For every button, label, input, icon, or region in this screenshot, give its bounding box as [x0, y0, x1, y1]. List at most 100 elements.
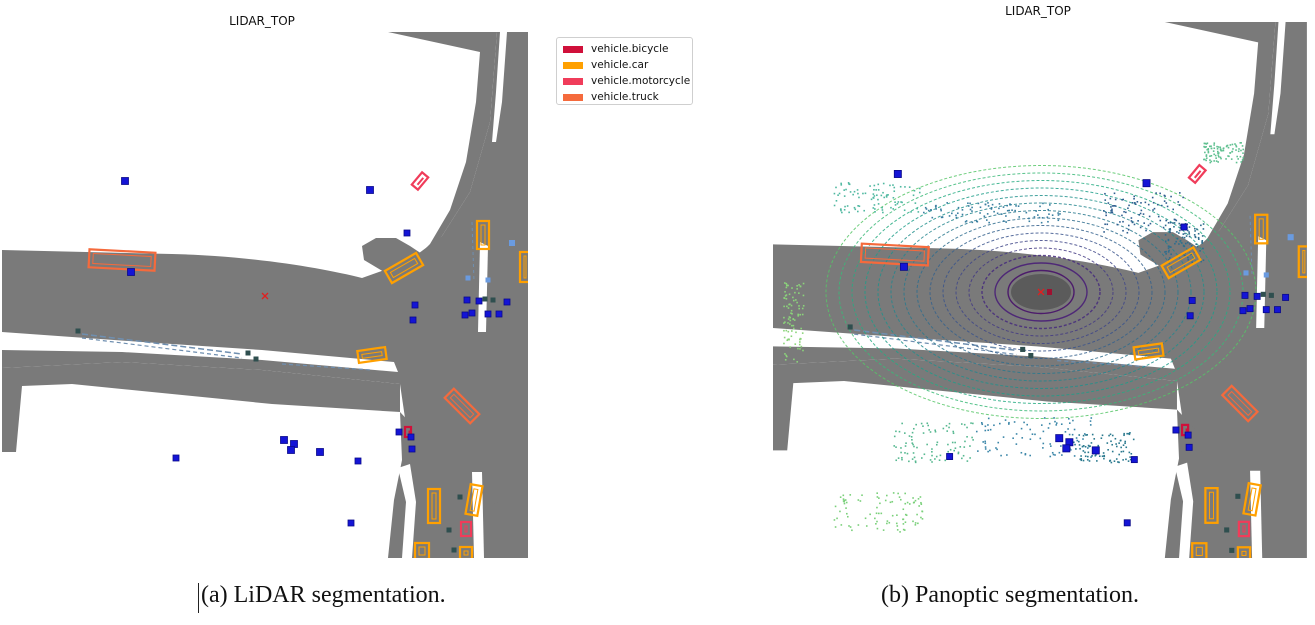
car-box-outline: [458, 545, 474, 558]
lidar-point: [1169, 246, 1171, 248]
lidar-point: [993, 424, 995, 427]
lidar-point: [792, 327, 795, 330]
legend-item-motorcycle: vehicle.motorcycle: [563, 73, 690, 89]
lidar-point: [1174, 242, 1176, 245]
lidar-point: [895, 446, 897, 448]
lidar-point: [979, 206, 982, 209]
lidar-point: [987, 417, 990, 420]
lidar-point: [1021, 437, 1024, 439]
lidar-point: [839, 510, 841, 513]
lidar-point: [802, 282, 805, 285]
lidar-point: [798, 305, 800, 307]
lidar-point: [1206, 142, 1209, 145]
lidar-point: [913, 445, 915, 448]
lidar-point: [857, 210, 859, 213]
lidar-point: [971, 221, 974, 224]
lidar-point: [1038, 216, 1041, 219]
lidar-point: [1006, 454, 1008, 456]
lidar-point: [1047, 208, 1049, 211]
pedestrian-box: [127, 268, 135, 276]
lidar-point: [987, 424, 989, 426]
lidar-point: [1176, 237, 1179, 240]
lidar-point: [876, 492, 878, 494]
lidar-point: [802, 304, 805, 307]
car-box-inner: [1258, 218, 1264, 240]
lidar-point: [872, 196, 875, 199]
lidar-point: [1130, 452, 1133, 455]
lidar-point: [802, 294, 805, 297]
road-surface-1: [773, 358, 1177, 451]
lidar-point: [948, 422, 951, 425]
lidar-point: [967, 202, 969, 205]
pedestrian-box: [280, 436, 288, 444]
lidar-point: [903, 529, 906, 531]
lidar-point: [1170, 253, 1172, 256]
lidar-point: [1239, 142, 1242, 144]
lidar-point: [843, 195, 846, 197]
lidar-point: [1122, 459, 1124, 461]
lidar-point: [834, 526, 837, 528]
car-box-outline: [426, 487, 442, 525]
lidar-point: [1167, 222, 1170, 224]
lidar-point: [1151, 196, 1154, 199]
lidar-point: [797, 315, 800, 317]
lidar-point: [1235, 161, 1238, 164]
panel-b-panoptic-map: [773, 22, 1307, 558]
lidar-point: [979, 212, 981, 214]
lidar-point: [1159, 192, 1161, 195]
lidar-point: [900, 451, 902, 454]
lidar-point: [1111, 210, 1113, 212]
lidar-point: [914, 461, 917, 464]
car-box-outline: [1191, 542, 1208, 558]
lidar-point: [912, 520, 914, 523]
lidar-point: [1193, 251, 1196, 253]
lidar-point: [864, 517, 867, 520]
lidar-point: [1028, 220, 1031, 223]
lidar-point: [1050, 445, 1052, 447]
lidar-point: [857, 499, 860, 501]
lidar-point: [1163, 200, 1166, 202]
lidar-point: [1029, 428, 1032, 431]
lidar-point: [1202, 247, 1204, 250]
lidar-point: [794, 343, 797, 345]
lidar-point: [1110, 206, 1112, 208]
panel-b-title: LIDAR_TOP: [1005, 4, 1071, 18]
lidar-ring: [916, 217, 1166, 367]
lidar-point: [1189, 243, 1191, 245]
lidar-point: [1164, 195, 1166, 197]
ego-vehicle-marker: [261, 292, 269, 300]
lidar-point: [1120, 450, 1123, 453]
lidar-point: [791, 330, 793, 332]
lidar-point: [1231, 150, 1234, 153]
lidar-point: [1114, 205, 1117, 207]
lidar-point: [1089, 445, 1091, 447]
lidar-point: [1122, 444, 1125, 447]
lidar-point: [1109, 197, 1112, 200]
lidar-point: [790, 312, 792, 314]
lidar-point: [1122, 198, 1125, 201]
lidar-point: [1131, 221, 1134, 224]
lidar-point: [1220, 149, 1223, 152]
legend-swatch-truck: [563, 93, 583, 101]
lidar-point: [1241, 145, 1244, 147]
lidar-point: [1005, 215, 1007, 217]
lidar-point: [1110, 209, 1112, 212]
ego-vehicle-marker: [1037, 288, 1052, 296]
lidar-point: [885, 494, 888, 497]
lidar-point: [1149, 222, 1152, 225]
lidar-point: [957, 451, 960, 454]
lidar-point: [929, 459, 932, 461]
lidar-point: [984, 442, 987, 445]
car-box-outline: [518, 250, 528, 284]
pedestrian-box: [366, 186, 374, 194]
lidar-point: [948, 215, 951, 217]
lidar-point: [952, 432, 955, 435]
lidar-point: [1217, 150, 1219, 153]
lidar-point: [1089, 420, 1092, 422]
lidar-point: [795, 299, 797, 301]
lidar-point: [1165, 219, 1168, 222]
lidar-point: [1118, 442, 1120, 444]
lidar-point: [880, 512, 883, 515]
lidar-point: [1190, 253, 1193, 255]
lidar-point: [797, 347, 799, 350]
